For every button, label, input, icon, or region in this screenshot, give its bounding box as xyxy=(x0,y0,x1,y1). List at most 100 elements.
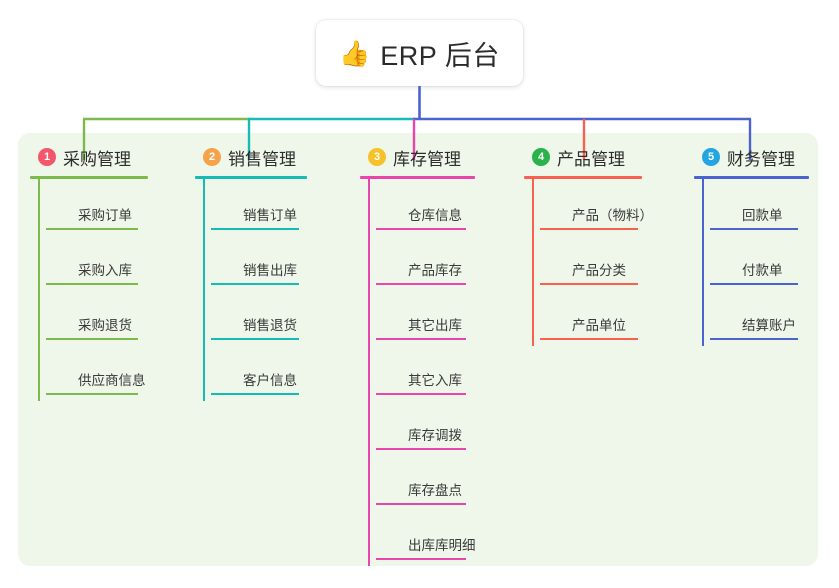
leaf-underline xyxy=(46,228,138,230)
category-underline xyxy=(524,176,642,179)
leaf-list: 仓库信息产品库存其它出库其它入库库存调拨库存盘点出库库明细 xyxy=(360,179,510,566)
leaf-item[interactable]: 付款单 xyxy=(702,234,834,289)
leaf-item-label: 结算账户 xyxy=(742,318,796,333)
leaf-spine xyxy=(368,179,370,566)
leaf-item-label: 客户信息 xyxy=(243,373,297,388)
leaf-item[interactable]: 销售订单 xyxy=(203,179,345,234)
category-number-badge: 3 xyxy=(368,148,386,166)
leaf-item[interactable]: 产品单位 xyxy=(532,289,674,344)
leaf-underline xyxy=(376,393,466,395)
leaf-item[interactable]: 结算账户 xyxy=(702,289,834,344)
leaf-item[interactable]: 库存调拨 xyxy=(368,399,510,454)
leaf-underline xyxy=(46,393,138,395)
leaf-spine xyxy=(702,179,704,346)
leaf-underline xyxy=(211,338,299,340)
category-header[interactable]: 4 产品管理 xyxy=(524,144,674,170)
category-title: 产品管理 xyxy=(557,149,625,169)
leaf-item[interactable]: 销售退货 xyxy=(203,289,345,344)
leaf-underline xyxy=(540,283,638,285)
leaf-item[interactable]: 客户信息 xyxy=(203,344,345,399)
category-header[interactable]: 2 销售管理 xyxy=(195,144,345,170)
leaf-underline xyxy=(211,283,299,285)
leaf-underline xyxy=(211,228,299,230)
leaf-item-label: 仓库信息 xyxy=(408,208,462,223)
leaf-list: 采购订单采购入库采购退货供应商信息 xyxy=(30,179,180,401)
leaf-item-label: 产品单位 xyxy=(572,318,626,333)
children-panel xyxy=(18,133,818,566)
leaf-item-label: 销售退货 xyxy=(243,318,297,333)
leaf-spine xyxy=(532,179,534,346)
category-column: 3 库存管理仓库信息产品库存其它出库其它入库库存调拨库存盘点出库库明细 xyxy=(360,144,510,566)
leaf-item-label: 其它出库 xyxy=(408,318,462,333)
category-underline xyxy=(30,176,148,179)
leaf-underline xyxy=(376,558,466,560)
leaf-item[interactable]: 回款单 xyxy=(702,179,834,234)
leaf-item[interactable]: 产品分类 xyxy=(532,234,674,289)
leaf-underline xyxy=(376,228,466,230)
category-title: 销售管理 xyxy=(228,149,296,169)
leaf-item[interactable]: 销售出库 xyxy=(203,234,345,289)
leaf-underline xyxy=(540,338,638,340)
leaf-list: 产品（物料） 产品分类产品单位 xyxy=(524,179,674,346)
leaf-item[interactable]: 产品库存 xyxy=(368,234,510,289)
leaf-item[interactable]: 库存盘点 xyxy=(368,454,510,509)
leaf-item[interactable]: 其它入库 xyxy=(368,344,510,399)
category-header[interactable]: 3 库存管理 xyxy=(360,144,510,170)
category-underline xyxy=(360,176,475,179)
leaf-item[interactable]: 采购退货 xyxy=(38,289,180,344)
leaf-item-label: 采购入库 xyxy=(78,263,132,278)
leaf-underline xyxy=(540,228,638,230)
thumbs-up-icon: 👍 xyxy=(339,39,371,68)
category-number-badge: 4 xyxy=(532,148,550,166)
leaf-item[interactable]: 采购订单 xyxy=(38,179,180,234)
leaf-underline xyxy=(46,283,138,285)
category-column: 2 销售管理销售订单销售出库销售退货客户信息 xyxy=(195,144,345,401)
leaf-item-label: 产品分类 xyxy=(572,263,626,278)
leaf-item[interactable]: 采购入库 xyxy=(38,234,180,289)
leaf-item-label: 其它入库 xyxy=(408,373,462,388)
leaf-item[interactable]: 出库库明细 xyxy=(368,509,510,564)
leaf-item-label: 采购退货 xyxy=(78,318,132,333)
leaf-item-label: 出库库明细 xyxy=(408,538,476,553)
leaf-underline xyxy=(710,283,798,285)
leaf-item[interactable]: 仓库信息 xyxy=(368,179,510,234)
leaf-underline xyxy=(376,283,466,285)
leaf-underline xyxy=(376,338,466,340)
root-node[interactable]: 👍 ERP 后台 xyxy=(316,20,523,86)
leaf-item[interactable]: 供应商信息 xyxy=(38,344,180,399)
leaf-item[interactable]: 产品（物料） xyxy=(532,179,674,234)
leaf-underline xyxy=(710,228,798,230)
leaf-item-label: 供应商信息 xyxy=(78,373,146,388)
category-number-badge: 5 xyxy=(702,148,720,166)
leaf-list: 销售订单销售出库销售退货客户信息 xyxy=(195,179,345,401)
leaf-item[interactable]: 其它出库 xyxy=(368,289,510,344)
leaf-item-label: 采购订单 xyxy=(78,208,132,223)
leaf-spine xyxy=(203,179,205,401)
category-number-badge: 2 xyxy=(203,148,221,166)
leaf-item-label: 付款单 xyxy=(742,263,783,278)
leaf-item-label: 回款单 xyxy=(742,208,783,223)
category-column: 4 产品管理产品（物料） 产品分类产品单位 xyxy=(524,144,674,346)
category-title: 财务管理 xyxy=(727,149,795,169)
leaf-underline xyxy=(211,393,299,395)
leaf-item-label: 销售订单 xyxy=(243,208,297,223)
category-title: 库存管理 xyxy=(393,149,461,169)
category-title: 采购管理 xyxy=(63,149,131,169)
category-number-badge: 1 xyxy=(38,148,56,166)
leaf-item-label: 销售出库 xyxy=(243,263,297,278)
leaf-underline xyxy=(710,338,798,340)
leaf-spine xyxy=(38,179,40,401)
category-header[interactable]: 5 财务管理 xyxy=(694,144,834,170)
category-header[interactable]: 1 采购管理 xyxy=(30,144,180,170)
category-column: 5 财务管理回款单付款单结算账户 xyxy=(694,144,834,346)
root-node-label: ERP 后台 xyxy=(380,40,500,71)
leaf-item-label: 库存盘点 xyxy=(408,483,462,498)
leaf-item-label: 产品库存 xyxy=(408,263,462,278)
leaf-underline xyxy=(376,448,466,450)
leaf-underline xyxy=(46,338,138,340)
category-underline xyxy=(694,176,809,179)
leaf-item-label: 产品（物料） xyxy=(572,208,653,223)
leaf-item-label: 库存调拨 xyxy=(408,428,462,443)
category-underline xyxy=(195,176,307,179)
